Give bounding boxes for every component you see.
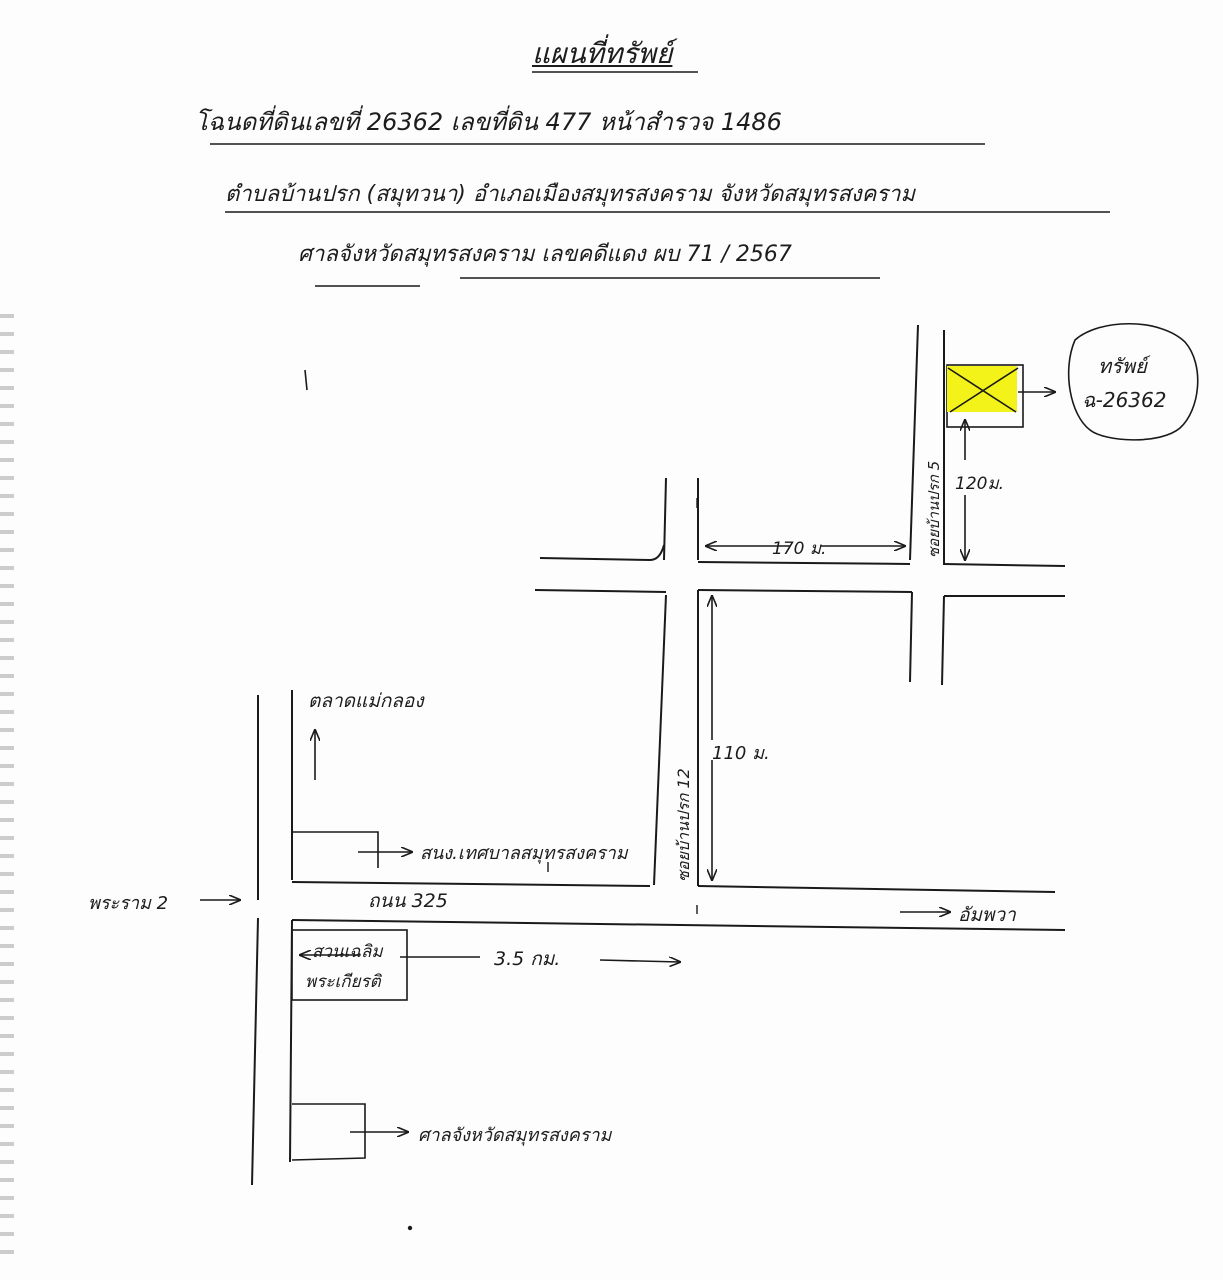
road-325-label: ถนน 325 [368, 890, 448, 912]
dimension-arrows [200, 420, 965, 962]
location-line: ตำบลบ้านปรก (สมุทวนา) อำเภอเมืองสมุทรสงค… [225, 182, 916, 207]
distance-120m-label: 120ม. [955, 474, 1005, 494]
rama2-label: พระราม 2 [88, 893, 169, 914]
distance-110m-label: 110 ม. [712, 743, 770, 764]
soi-5-label: ซอยบ้านปรก 5 [925, 460, 943, 558]
property-callout-bubble [1067, 322, 1199, 441]
landmark-boxes [291, 831, 412, 1161]
municipal-office-label: สนง.เทศบาลสมุทรสงคราม [420, 843, 628, 864]
soi-12-road [649, 477, 699, 886]
court-label: ศาลจังหวัดสมุทรสงคราม [418, 1125, 612, 1146]
distance-170m-label: 170 ม. [772, 539, 827, 559]
park-label-line1: สวนเฉลิม [312, 942, 383, 962]
property-callout-label: ทรัพย์ [1098, 354, 1147, 378]
court-line: ศาลจังหวัดสมุทรสงคราม เลขคดีแดง ผบ 71 / … [298, 242, 792, 267]
property-callout-deed: ฉ-26362 [1082, 388, 1167, 412]
park-label-line2: พระเกียรติ [305, 972, 381, 992]
cross-soi-road [534, 557, 1066, 597]
distance-3-5km-label: 3.5 กม. [494, 948, 561, 970]
map-title: แผนที่ทรัพย์ [532, 37, 673, 70]
road-325 [291, 881, 1066, 931]
amphawa-label: อัมพวา [958, 904, 1016, 926]
scan-edge-artifact [0, 300, 14, 1260]
main-vertical-road [251, 690, 293, 1186]
property-plot [946, 364, 1055, 428]
header-underlines [210, 71, 1110, 391]
market-label: ตลาดแม่กลอง [308, 690, 424, 712]
stray-marks [407, 498, 698, 1231]
soi-12-label: ซอยบ้านปรก 12 [674, 768, 693, 882]
deed-line: โฉนดที่ดินเลขที่ 26362 เลขที่ดิน 477 หน้… [195, 108, 782, 136]
soi-5-road [909, 324, 945, 686]
